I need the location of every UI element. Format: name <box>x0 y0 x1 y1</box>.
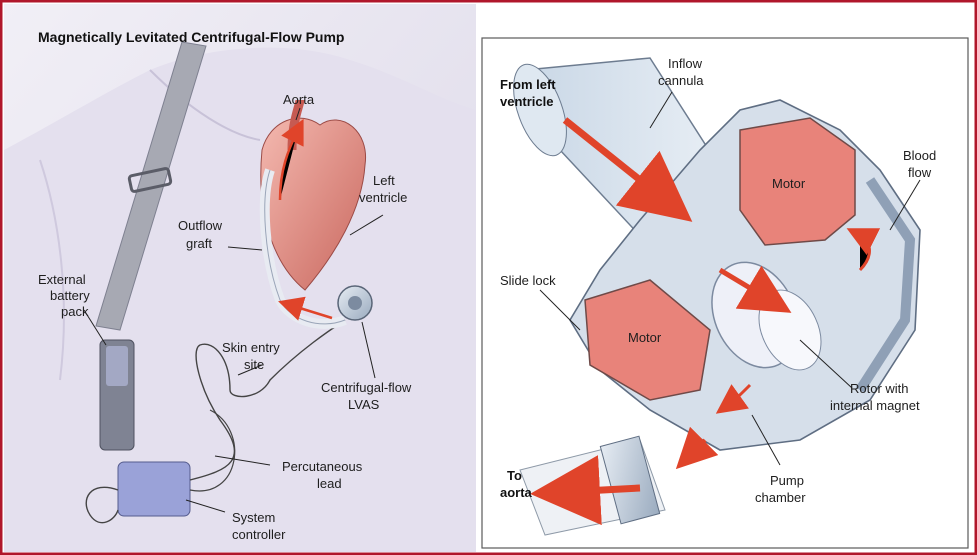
label-pump-chamber-1: Pump <box>770 473 804 488</box>
label-motor-top: Motor <box>772 176 806 191</box>
label-percutaneous-2: lead <box>317 476 342 491</box>
right-panel: From left ventricle Inflow cannula Motor… <box>482 38 968 548</box>
label-from-left-1: From left <box>500 77 556 92</box>
label-controller-1: System <box>232 510 275 525</box>
to-aorta-arrow <box>565 488 640 492</box>
label-motor-bottom: Motor <box>628 330 662 345</box>
label-controller-2: controller <box>232 527 286 542</box>
label-outflow-graft-2: graft <box>186 236 212 251</box>
battery-cell <box>106 346 128 386</box>
label-skin-entry-2: site <box>244 357 264 372</box>
system-controller-box <box>118 462 190 516</box>
label-battery-3: pack <box>61 304 89 319</box>
label-blood-flow-2: flow <box>908 165 932 180</box>
label-left-ventricle-2: ventricle <box>359 190 407 205</box>
label-pump-chamber-2: chamber <box>755 490 806 505</box>
label-slide-lock: Slide lock <box>500 273 556 288</box>
label-battery-1: External <box>38 272 86 287</box>
label-from-left-2: ventricle <box>500 94 553 109</box>
label-lvas-1: Centrifugal-flow <box>321 380 412 395</box>
diagram-title: Magnetically Levitated Centrifugal-Flow … <box>38 29 344 45</box>
label-blood-flow-1: Blood <box>903 148 936 163</box>
label-inflow-2: cannula <box>658 73 704 88</box>
label-to-aorta-1: To <box>507 468 522 483</box>
lvas-hub <box>348 296 362 310</box>
label-lvas-2: LVAS <box>348 397 380 412</box>
label-left-ventricle-1: Left <box>373 173 395 188</box>
label-to-aorta-2: aorta <box>500 485 533 500</box>
label-outflow-graft-1: Outflow <box>178 218 223 233</box>
label-rotor-2: internal magnet <box>830 398 920 413</box>
label-aorta: Aorta <box>283 92 315 107</box>
label-rotor-1: Rotor with <box>850 381 909 396</box>
label-percutaneous-1: Percutaneous <box>282 459 363 474</box>
label-skin-entry-1: Skin entry <box>222 340 280 355</box>
left-panel: Magnetically Levitated Centrifugal-Flow … <box>4 4 476 552</box>
label-inflow-1: Inflow <box>668 56 703 71</box>
label-battery-2: battery <box>50 288 90 303</box>
